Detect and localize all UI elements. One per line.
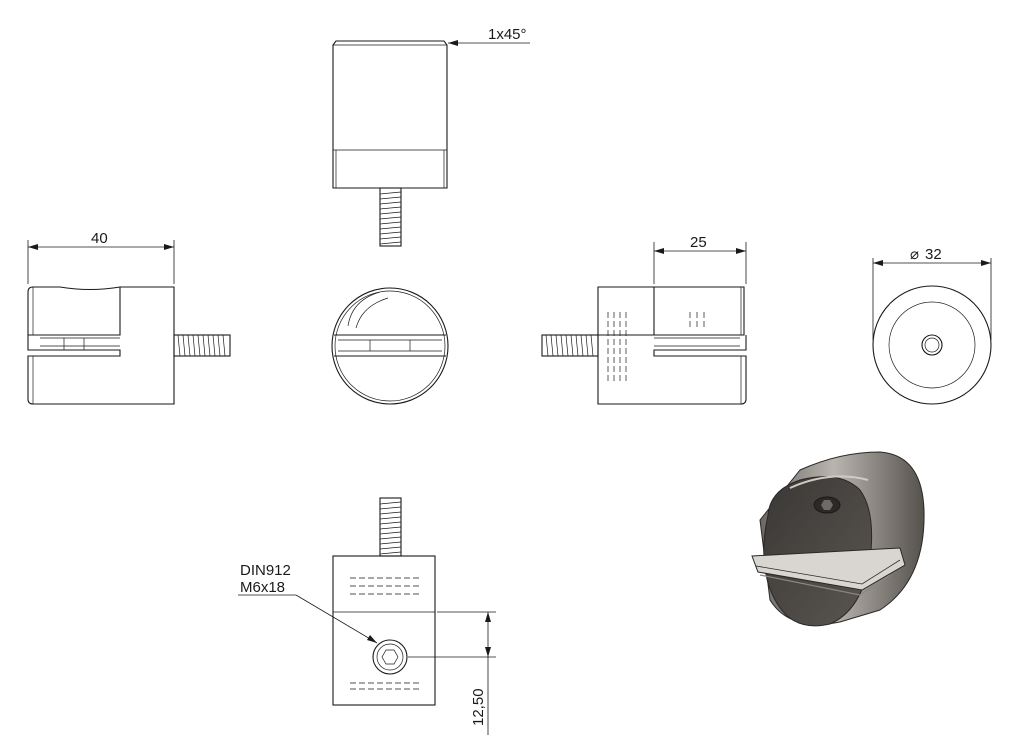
top-view — [332, 40, 448, 247]
dimension-40: 40 — [27, 230, 175, 284]
thread-stud-bottom — [379, 497, 402, 557]
dimension-40-label: 40 — [91, 230, 108, 247]
isometric-view — [751, 451, 925, 627]
dimension-25: 25 — [653, 234, 747, 284]
screw-head — [372, 639, 408, 675]
left-side-view — [27, 286, 231, 405]
chamfer-label: 1x45° — [488, 26, 527, 43]
dimension-12-50-label: 12,50 — [470, 688, 487, 726]
bottom-view — [332, 497, 436, 706]
diameter-dimension: ⌀ 32 — [872, 246, 992, 340]
chamfer-dimension: 1x45° — [448, 26, 530, 46]
callout-line2: M6x18 — [240, 579, 285, 596]
dimension-25-label: 25 — [690, 234, 707, 251]
thread-stud-left — [173, 334, 231, 357]
front-view — [331, 287, 449, 405]
callout-line1: DIN912 — [240, 562, 291, 579]
dimension-12-50: 12,50 — [408, 611, 496, 735]
right-side-view — [541, 286, 747, 405]
rear-view — [872, 285, 992, 405]
diameter-label: 32 — [925, 246, 942, 263]
diameter-symbol: ⌀ — [910, 246, 919, 263]
callout-leader: DIN912 M6x18 — [238, 562, 378, 644]
thread-stud-top — [379, 187, 402, 247]
thread-stud-right — [541, 334, 599, 357]
